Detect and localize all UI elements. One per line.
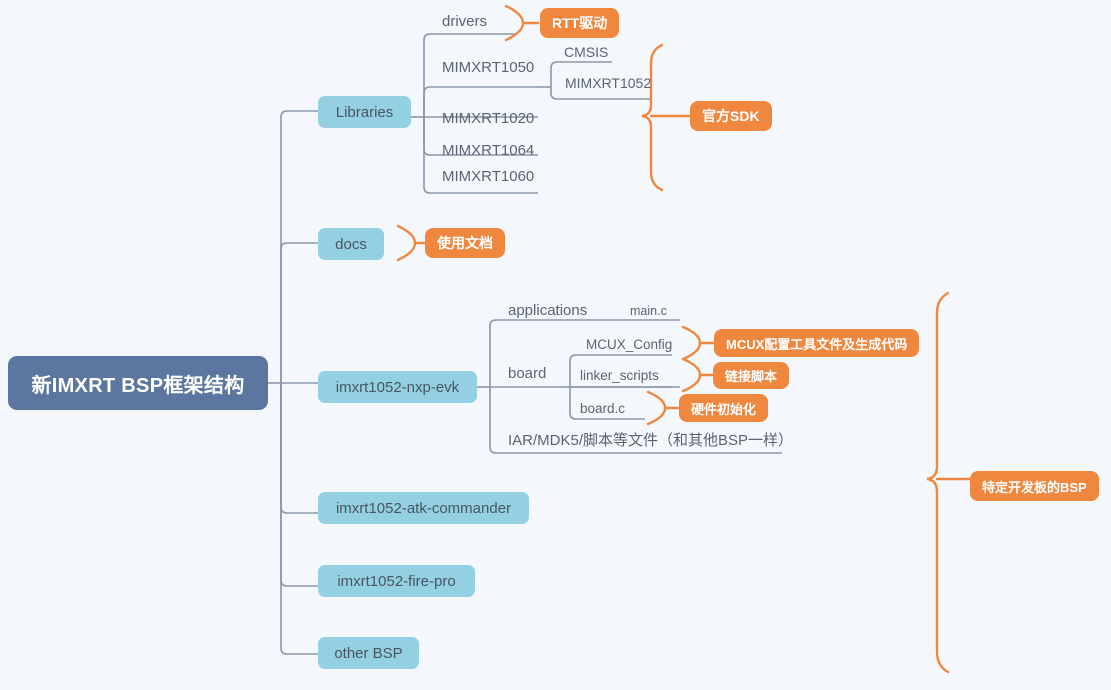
node-mimxrt1050[interactable]: MIMXRT1050 <box>442 58 535 76</box>
callout-usage-docs[interactable]: 使用文档 <box>425 228 505 258</box>
branch-other-bsp[interactable]: other BSP <box>318 637 419 669</box>
branch-imxrt1052-nxp-evk[interactable]: imxrt1052-nxp-evk <box>318 371 477 403</box>
callout-rtt-driver[interactable]: RTT驱动 <box>540 8 620 38</box>
branch-libraries[interactable]: Libraries <box>318 96 411 128</box>
node-cmsis[interactable]: CMSIS <box>564 44 609 60</box>
callout-hardware-init[interactable]: 硬件初始化 <box>679 394 769 422</box>
callout-specific-board-bsp[interactable]: 特定开发板的BSP <box>970 471 1099 501</box>
root-node[interactable]: 新IMXRT BSP框架结构 <box>8 356 268 410</box>
node-mimxrt1064[interactable]: MIMXRT1064 <box>442 141 535 159</box>
node-board-c[interactable]: board.c <box>580 400 626 416</box>
node-linker-scripts[interactable]: linker_scripts <box>580 367 659 383</box>
branch-docs[interactable]: docs <box>318 228 384 260</box>
node-mimxrt1052[interactable]: MIMXRT1052 <box>565 75 652 91</box>
callout-mcux-config-tool[interactable]: MCUX配置工具文件及生成代码 <box>714 329 920 357</box>
branch-imxrt1052-fire-pro[interactable]: imxrt1052-fire-pro <box>318 565 475 597</box>
node-main-c[interactable]: main.c <box>630 304 667 318</box>
callout-linker-script[interactable]: 链接脚本 <box>713 362 790 389</box>
branch-imxrt1052-atk-commander[interactable]: imxrt1052-atk-commander <box>318 492 529 524</box>
node-mimxrt1060[interactable]: MIMXRT1060 <box>442 167 535 185</box>
node-iar-mdk5-scripts[interactable]: IAR/MDK5/脚本等文件（和其他BSP一样） <box>508 431 794 449</box>
node-drivers[interactable]: drivers <box>442 12 488 30</box>
node-mcux-config[interactable]: MCUX_Config <box>586 336 673 352</box>
node-applications[interactable]: applications <box>508 301 588 319</box>
node-board[interactable]: board <box>508 364 547 382</box>
node-mimxrt1020[interactable]: MIMXRT1020 <box>442 109 535 127</box>
callout-official-sdk[interactable]: 官方SDK <box>690 101 772 131</box>
